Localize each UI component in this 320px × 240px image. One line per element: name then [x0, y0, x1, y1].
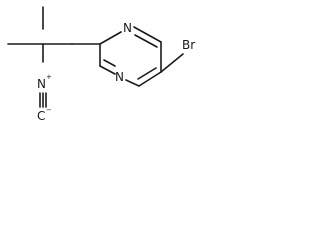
bond-c2-n3-inner — [103, 59, 116, 67]
bond-c5-c4 — [138, 71, 162, 87]
bond-c2-n1 — [99, 31, 122, 45]
charge-isocyanide-c: − — [46, 106, 52, 114]
bond-n1-c6 — [133, 26, 162, 43]
atom-bromine: Br — [182, 38, 195, 52]
chemical-structure: N N Br N + C − — [7, 6, 195, 123]
bond-c5-c4-inner — [137, 67, 157, 80]
charge-isocyanide-n: + — [46, 73, 52, 81]
atom-ring-n-top: N — [123, 21, 132, 35]
bond-c5-br — [160, 53, 184, 73]
bond-n3-c2 — [99, 65, 116, 75]
atom-isocyanide-c: C — [37, 109, 45, 123]
atom-isocyanide-n: N — [37, 77, 46, 91]
bond-c4-n3 — [125, 79, 140, 87]
bond-n1-c6-inner — [134, 34, 158, 48]
atom-ring-n-bottom: N — [115, 70, 124, 84]
